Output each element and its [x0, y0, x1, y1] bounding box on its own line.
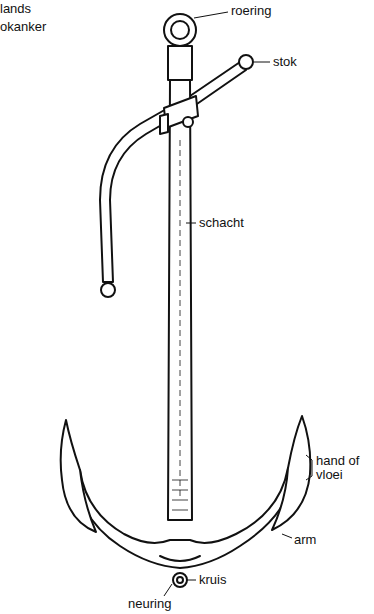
hatch: [172, 490, 188, 491]
hatch: [172, 480, 188, 481]
ring-inner: [171, 21, 189, 39]
stock-knob-right: [239, 55, 253, 69]
leader-line: [254, 62, 270, 63]
stock-knob-left: [101, 283, 115, 297]
part-label: schacht: [199, 216, 244, 230]
part-label: stok: [273, 55, 297, 69]
leader-line: [282, 534, 292, 538]
crown-ring-inner: [177, 577, 183, 583]
shank: [168, 80, 192, 520]
hatch: [172, 510, 188, 511]
leader-line: [186, 580, 196, 581]
stock-pin: [183, 117, 193, 127]
fluke-right: [272, 416, 310, 530]
part-label: neuring: [128, 597, 171, 611]
crown-line: [160, 556, 200, 561]
title-fragment: okanker: [0, 20, 46, 34]
crown-ring: [173, 573, 187, 587]
leader-line: [194, 12, 228, 18]
title-fragment: lands: [0, 2, 31, 16]
centre-line: [180, 140, 181, 500]
part-label: roering: [231, 4, 271, 18]
hatch: [172, 500, 188, 501]
stock-key: [160, 114, 168, 134]
stock-right: [190, 62, 246, 106]
leader-bracket: [306, 455, 312, 480]
stock-collar: [164, 96, 198, 128]
part-label: kruis: [199, 573, 226, 587]
leader-line: [164, 584, 172, 596]
part-label: hand of vloei: [316, 454, 370, 482]
ring: [164, 14, 196, 46]
leader-line: [186, 223, 196, 224]
fluke-left: [61, 420, 96, 532]
part-label: arm: [294, 533, 316, 547]
shank-eye: [168, 46, 192, 80]
stock-left: [100, 108, 170, 282]
arms: [72, 468, 296, 568]
